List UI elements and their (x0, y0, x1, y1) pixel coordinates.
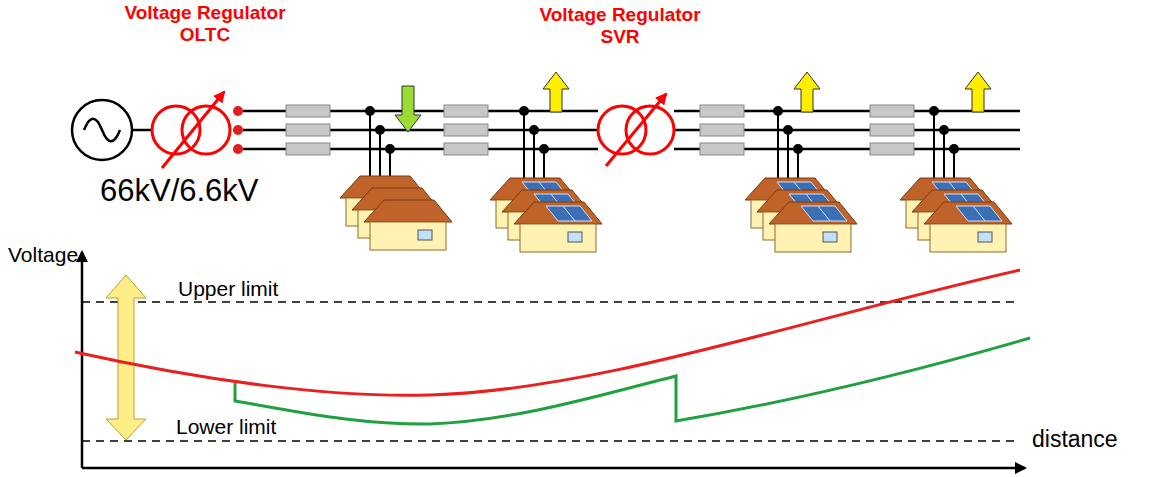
distance-axis (82, 467, 1025, 470)
voltage-axis (81, 252, 84, 468)
axis-label: Voltage (8, 243, 78, 266)
regulator-label: Voltage Regulator OLTC (110, 2, 300, 46)
axis-label: distance (1030, 427, 1120, 452)
ac-source (72, 100, 132, 160)
lower-limit-line (82, 440, 1020, 442)
load-arrow (395, 86, 421, 132)
service-taps (366, 107, 958, 182)
svr-transformer (598, 94, 674, 166)
transformer-rating: 66kV/6.6kV (100, 174, 259, 208)
houses (340, 176, 1012, 252)
upper-limit-line (82, 301, 1020, 303)
limit-label: Lower limit (174, 415, 278, 438)
voltage-profile-red (75, 270, 1020, 395)
limit-label: Upper limit (176, 277, 280, 300)
allowed-range-arrow (106, 275, 146, 440)
voltage-profile-green (235, 338, 1030, 424)
pv-output-arrows (543, 72, 991, 112)
oltc-transformer (152, 92, 243, 168)
regulator-label: Voltage Regulator SVR (520, 4, 720, 48)
